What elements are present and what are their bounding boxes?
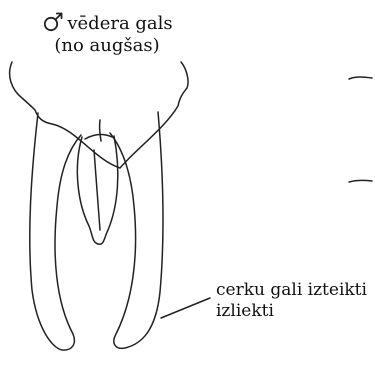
- cercus-annotation: cerku gali izteikti izliekti: [216, 280, 367, 322]
- median-lobe-inner-line: [94, 150, 100, 230]
- left-cercus: [30, 113, 81, 350]
- edge-fragment-upper: [349, 77, 372, 79]
- edge-fragment-lower: [349, 180, 372, 182]
- annotation-line-1: cerku gali izteikti: [216, 280, 367, 301]
- median-lobe-fold: [85, 135, 112, 139]
- right-cercus: [110, 112, 163, 348]
- abdomen-midline: [100, 120, 101, 141]
- annotation-line-2: izliekti: [216, 301, 367, 322]
- annotation-pointer-line: [161, 298, 210, 318]
